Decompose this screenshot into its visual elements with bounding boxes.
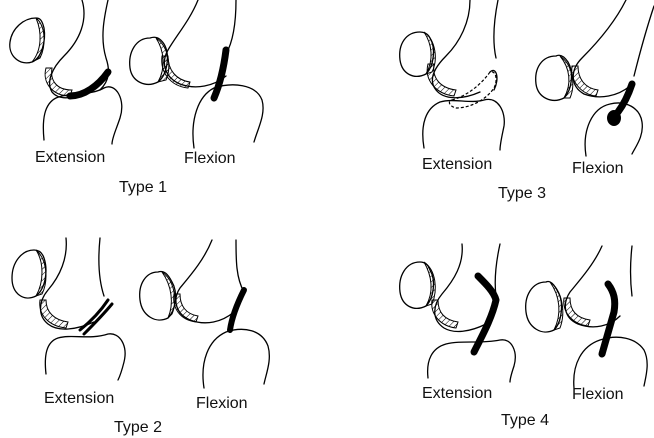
type2-ext-tibia [45, 334, 125, 380]
type2-flex-patella-cartilage [162, 272, 175, 318]
type1-ext-patella-cartilage [32, 18, 44, 62]
type1-extension-knee [10, 0, 122, 144]
type4-flex-femur-cartilage [564, 298, 590, 326]
type2-flexion-label: Flexion [196, 396, 248, 412]
type1-ext-femur-cartilage [45, 68, 72, 96]
type1-flex-tibia [193, 85, 263, 148]
type3-ext-femur-cartilage [427, 64, 456, 96]
type4-extension-label: Extension [422, 386, 492, 402]
type2-flexion-knee [140, 240, 270, 388]
type2-extension-label: Extension [44, 391, 114, 407]
type3-flex-patella-cartilage [560, 56, 573, 98]
type2-ext-femur-back [99, 238, 104, 296]
type4-flex-meniscus [602, 284, 615, 354]
type3-flexion-label: Flexion [572, 161, 624, 177]
type1-extension-label: Extension [35, 150, 105, 166]
type4-extension-knee [400, 244, 516, 382]
type3-title: Type 3 [498, 186, 546, 202]
type3-extension-knee [400, 0, 505, 150]
type3-flex-meniscus-blob [607, 110, 621, 126]
type4-ext-femur-cartilage [432, 300, 458, 328]
type2-flex-femur-cartilage [174, 294, 198, 322]
type1-flexion-knee [130, 0, 263, 148]
type1-ext-femur [50, 0, 96, 98]
type4-title: Type 4 [501, 413, 549, 429]
type1-flex-meniscus [214, 50, 226, 98]
type2-ext-femur-cartilage [40, 300, 68, 328]
type4-flexion-label: Flexion [572, 387, 624, 403]
type3-flex-meniscus [618, 84, 632, 112]
type4-flex-tibia [574, 337, 647, 388]
type2-flex-femur-back [236, 240, 244, 292]
type1-title: Type 1 [119, 180, 167, 196]
type3-ext-tibia [423, 99, 505, 150]
type2-title: Type 2 [114, 420, 162, 436]
type1-flex-femur-back [226, 0, 236, 54]
type4-flex-femur-back [631, 246, 633, 296]
type3-flex-femur-back [634, 6, 654, 76]
type4-ext-tibia [428, 340, 516, 382]
type4-flex-patella-cartilage [550, 282, 563, 330]
type4-flexion-knee [526, 246, 647, 388]
type1-flex-femur-cartilage [162, 56, 190, 88]
type3-flex-femur-cartilage [572, 66, 598, 96]
type2-ext-patella-cartilage [36, 250, 46, 296]
type4-ext-patella-cartilage [424, 262, 435, 306]
type2-flex-meniscus [230, 290, 244, 330]
type3-extension-label: Extension [422, 157, 492, 173]
type1-flexion-label: Flexion [184, 151, 236, 167]
type2-flex-tibia [203, 329, 269, 388]
type2-ext-meniscus [84, 304, 112, 334]
type2-extension-knee [12, 238, 125, 380]
type3-flexion-knee [536, 0, 654, 156]
type4-ext-femur-back [495, 244, 500, 296]
type3-ext-femur-back [494, 0, 498, 58]
